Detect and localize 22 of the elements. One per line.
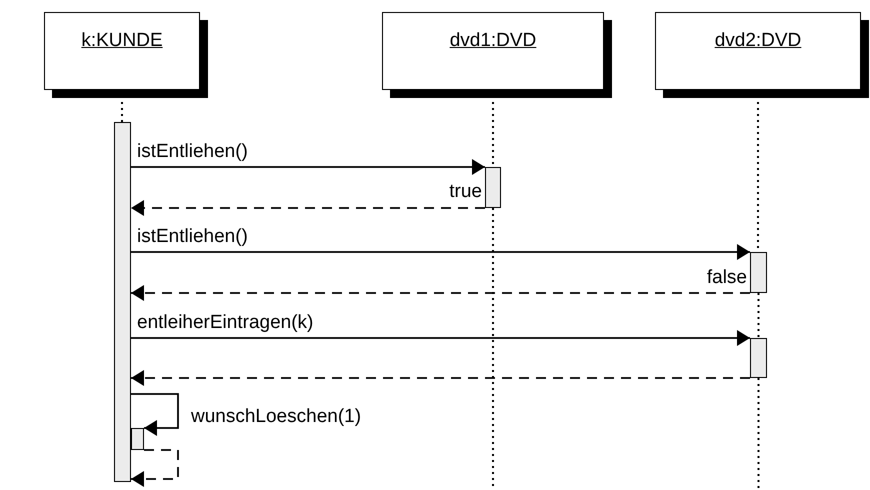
object-name: dvd1:DVD [450,29,536,53]
object-name: dvd2:DVD [714,29,802,53]
message-arrow [131,330,750,346]
lifeline [758,293,760,338]
message-label: istEntliehen() [136,227,249,246]
activation-bar [750,252,767,293]
activation-bar [485,167,501,208]
activation-bar [750,338,767,378]
message-label: istEntliehen() [136,142,249,161]
return-arrow [131,449,179,487]
return-arrow [131,370,750,386]
activation-bar [131,428,144,450]
message-label: entleiherEintragen(k) [136,313,314,332]
message-arrow [131,159,485,175]
return-arrow [131,285,750,301]
message-arrow [131,393,179,436]
object-name: k:KUNDE [81,29,163,53]
message-label: wunschLoeschen(1) [190,407,362,426]
activation-bar [114,122,131,482]
return-arrow [131,200,485,216]
lifeline [758,378,760,490]
message-arrow [131,244,750,260]
